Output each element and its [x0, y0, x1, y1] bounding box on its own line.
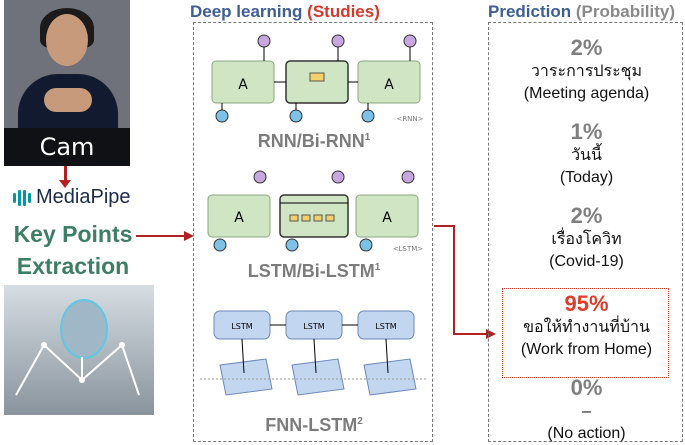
- prediction-en: (Today): [559, 169, 614, 186]
- prediction-item-2: 1% วันนี้ (Today): [489, 119, 684, 189]
- deep-learning-title-main: Deep learning: [190, 2, 303, 21]
- prediction-item-5: 0% – (No action): [489, 375, 684, 445]
- skeleton-lines: [15, 342, 140, 396]
- highlight-box: [502, 288, 669, 378]
- rnn-diagram: A A <RNN>: [211, 34, 424, 123]
- prediction-en: (Meeting agenda): [523, 85, 650, 102]
- down-arrow-head: [59, 180, 71, 188]
- deep-learning-box: A A <RNN> RNN/Bi-RNN1 A A: [193, 22, 433, 442]
- fnn-cell-3: LSTM: [375, 322, 396, 331]
- svg-text:A: A: [384, 77, 394, 93]
- prediction-title-main: Prediction: [488, 2, 572, 21]
- deep-learning-title-sub: (Studies): [307, 2, 380, 21]
- lstm-ref: 1: [374, 262, 381, 273]
- mediapipe-logo-icon: [13, 190, 31, 206]
- fnn-lstm-label: FNN-LSTM2: [194, 415, 434, 436]
- svg-text:A: A: [382, 210, 392, 226]
- prediction-thai: เรื่องโควิท: [551, 231, 622, 248]
- rnn-label-text: RNN/Bi-RNN: [257, 131, 365, 151]
- deep-learning-title: Deep learning (Studies): [190, 2, 380, 22]
- person-head: [46, 14, 88, 66]
- prediction-thai: วาระการประชุม: [530, 63, 643, 80]
- fnn-cell-1: LSTM: [231, 322, 252, 331]
- prediction-thai: –: [582, 403, 591, 420]
- mediapipe-label: MediaPipe: [36, 186, 131, 208]
- prediction-pct: 2%: [570, 35, 603, 60]
- prediction-thai: ขอให้ทำงานที่บ้าน: [523, 319, 650, 336]
- prediction-item-1: 2% วาระการประชุม (Meeting agenda): [489, 35, 684, 105]
- prediction-pct: 2%: [570, 203, 603, 228]
- prediction-title-sub: (Probability): [575, 2, 676, 21]
- svg-text:A: A: [234, 210, 244, 226]
- prediction-en: (Covid-19): [549, 253, 624, 270]
- lstm-label: LSTM/Bi-LSTM1: [194, 261, 434, 282]
- prediction-pct: 95%: [564, 291, 609, 316]
- cam-label: Cam: [4, 128, 130, 166]
- prediction-pct: 1%: [570, 119, 603, 144]
- prediction-en: (Work from Home): [520, 341, 653, 358]
- svg-text:A: A: [238, 77, 248, 93]
- keypoints-line2: Extraction: [16, 253, 130, 279]
- keypoints-line1: Key Points: [13, 221, 133, 247]
- right-arrow-icon: [136, 231, 194, 241]
- rnn-label: RNN/Bi-RNN1: [194, 131, 434, 152]
- fnn-cell-2: LSTM: [303, 322, 324, 331]
- prediction-pct: 0%: [570, 375, 603, 400]
- fnn-lstm-ref: 2: [357, 416, 363, 427]
- fnn-lstm-label-text: FNN-LSTM: [265, 415, 358, 435]
- face-mesh: [60, 299, 108, 359]
- prediction-item-3: 2% เรื่องโควิท (Covid-19): [489, 203, 684, 273]
- fnn-lstm-diagram: LSTM LSTM LSTM: [200, 310, 426, 396]
- rnn-tag: <RNN>: [396, 115, 423, 123]
- prediction-title: Prediction (Probability): [488, 2, 675, 22]
- keypoints-label: Key Points Extraction: [8, 218, 138, 282]
- lstm-diagram: A A <LSTM>: [207, 170, 424, 253]
- person-hands: [44, 88, 92, 112]
- lstm-label-text: LSTM/Bi-LSTM: [247, 261, 375, 281]
- prediction-thai: วันนี้: [571, 147, 602, 164]
- rnn-ref: 1: [364, 132, 371, 143]
- prediction-box: 2% วาระการประชุม (Meeting agenda) 1% วัน…: [488, 22, 683, 442]
- keypoints-image: [4, 285, 154, 415]
- camera-image: Cam: [4, 0, 130, 166]
- prediction-en: (No action): [547, 425, 626, 442]
- lstm-tag: <LSTM>: [393, 245, 424, 253]
- down-arrow: [64, 166, 67, 184]
- prediction-item-4: 95% ขอให้ทำงานที่บ้าน (Work from Home): [489, 291, 684, 361]
